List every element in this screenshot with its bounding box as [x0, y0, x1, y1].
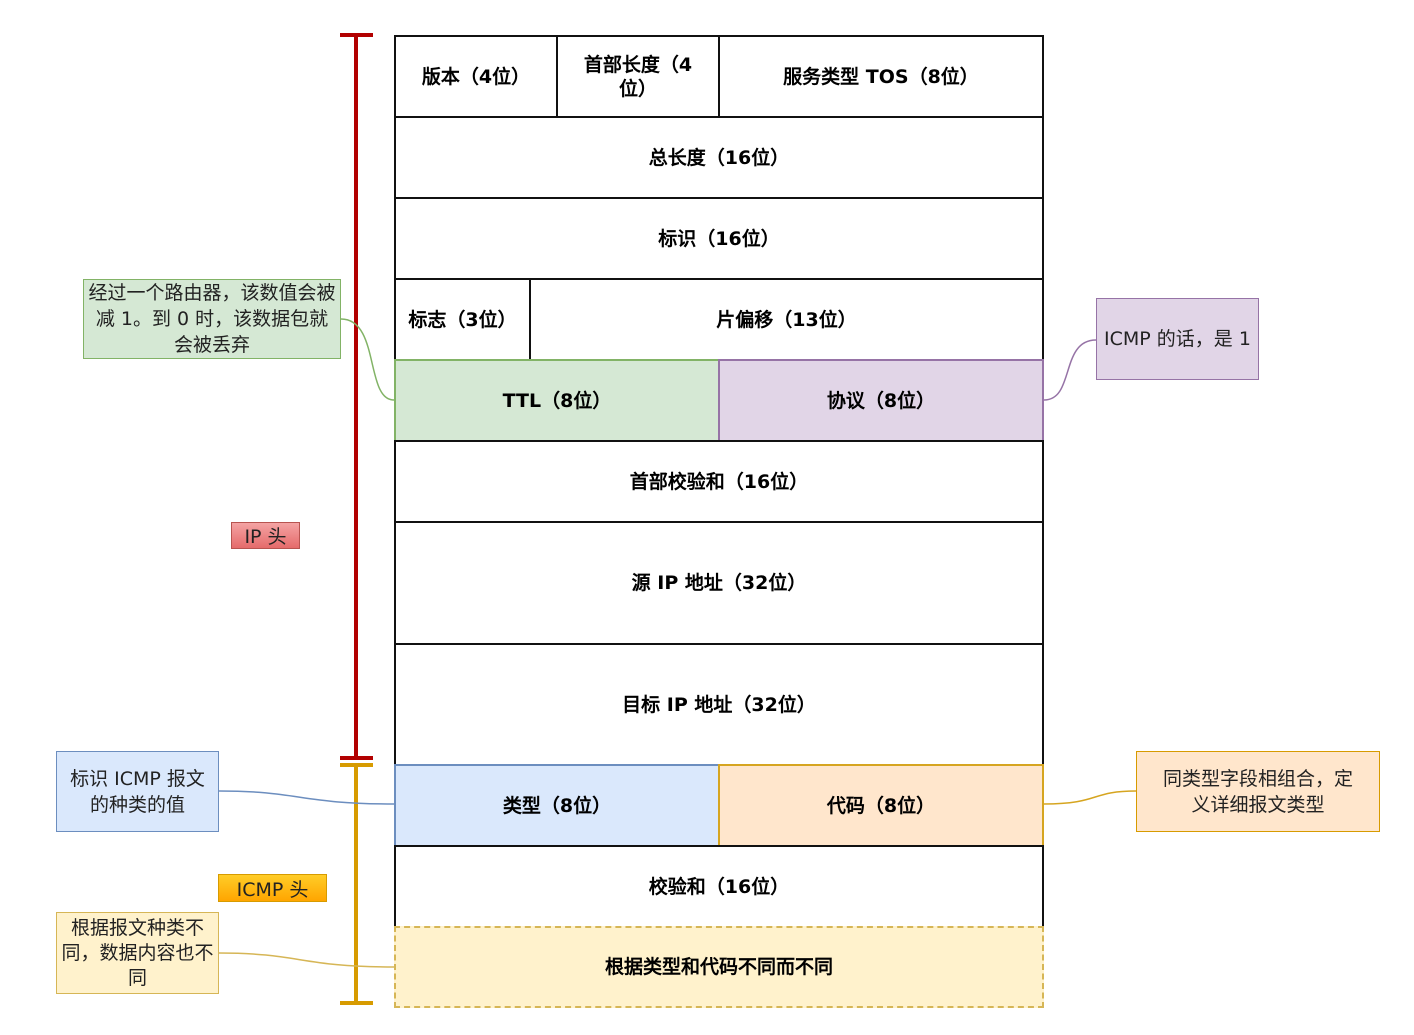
ip-header-label: IP 头 — [231, 522, 300, 549]
field-icmp-checksum: 校验和（16位） — [394, 845, 1044, 928]
field-version: 版本（4位） — [394, 35, 558, 118]
icmp-header-label: ICMP 头 — [218, 874, 327, 902]
type-note-connector — [218, 790, 395, 805]
field-fragment-offset: 片偏移（13位） — [529, 278, 1044, 361]
field-ttl: TTL（8位） — [394, 359, 720, 442]
field-identification: 标识（16位） — [394, 197, 1044, 280]
field-dest-ip: 目标 IP 地址（32位） — [394, 643, 1044, 766]
type-note: 标识 ICMP 报文的种类的值 — [56, 751, 219, 832]
protocol-note-connector — [1043, 339, 1097, 401]
field-flags: 标志（3位） — [394, 278, 531, 361]
data-note-connector — [218, 952, 395, 968]
code-note: 同类型字段相组合，定义详细报文类型 — [1136, 751, 1380, 832]
ttl-note: 经过一个路由器，该数值会被减 1。到 0 时，该数据包就会被丢弃 — [83, 279, 341, 359]
protocol-note: ICMP 的话，是 1 — [1096, 298, 1259, 380]
code-note-connector — [1043, 790, 1137, 805]
field-icmp-type: 类型（8位） — [394, 764, 720, 847]
field-icmp-data: 根据类型和代码不同而不同 — [394, 926, 1044, 1008]
field-tos: 服务类型 TOS（8位） — [718, 35, 1044, 118]
data-note: 根据报文种类不同，数据内容也不同 — [56, 912, 219, 994]
field-total-length: 总长度（16位） — [394, 116, 1044, 199]
field-header-checksum: 首部校验和（16位） — [394, 440, 1044, 523]
field-protocol: 协议（8位） — [718, 359, 1044, 442]
field-header-length: 首部长度（4位） — [556, 35, 720, 118]
field-source-ip: 源 IP 地址（32位） — [394, 521, 1044, 645]
field-icmp-code: 代码（8位） — [718, 764, 1044, 847]
ttl-note-connector — [340, 318, 395, 401]
